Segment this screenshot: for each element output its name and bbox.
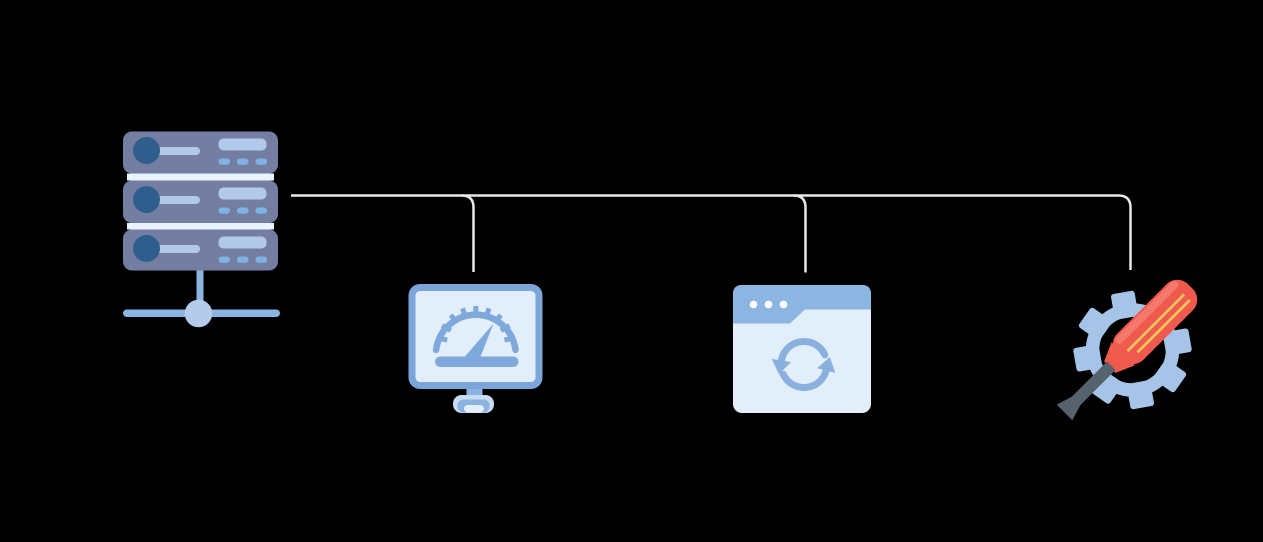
server-unit-knob	[133, 137, 160, 164]
server-unit-panel	[218, 138, 267, 151]
server-rack-icon	[123, 131, 280, 328]
gauge-needle	[461, 323, 494, 361]
server-network-stem	[196, 268, 204, 313]
sync-arrows-icon	[771, 338, 836, 391]
screwdriver-handle-stripe	[1136, 299, 1191, 354]
server-unit-panel	[218, 236, 267, 249]
server-unit-dash	[218, 256, 230, 263]
screwdriver-shaft	[1070, 361, 1116, 407]
sync-top-arc	[777, 338, 829, 364]
screwdriver-handle-highlight	[1115, 280, 1179, 344]
speedometer-gauge	[432, 306, 519, 367]
browser-header-dot	[749, 300, 758, 309]
screwdriver-tip	[1056, 395, 1082, 421]
browser-sync-icon	[733, 285, 871, 413]
server-unit-dash	[237, 256, 249, 263]
server-gap-strip	[127, 223, 274, 230]
server-gap-strip	[127, 173, 274, 181]
server-unit-dash	[218, 207, 230, 214]
server-unit	[123, 229, 278, 271]
gauge-ticks	[436, 306, 515, 343]
sync-arrowhead-left	[771, 358, 791, 375]
connector-branch-gauge	[461, 194, 475, 272]
server-network-node	[184, 299, 213, 328]
server-unit-dash	[255, 256, 267, 263]
screwdriver-handle-stripe	[1126, 293, 1186, 352]
monitor-stand-base-slot	[464, 405, 484, 413]
server-unit-dash	[237, 158, 249, 165]
connector-lines	[291, 194, 1132, 273]
server-unit-dash	[255, 207, 267, 214]
connector-main-line	[291, 194, 1132, 270]
server-unit-dash	[255, 158, 267, 165]
server-unit-knob	[133, 186, 160, 213]
screwdriver-handle-nose	[1104, 342, 1135, 373]
browser-header-dot	[764, 300, 773, 309]
server-unit	[123, 131, 278, 174]
sync-bottom-arc	[779, 367, 830, 391]
gear-screwdriver-icon	[1056, 279, 1198, 421]
server-unit-knob	[133, 235, 160, 262]
browser-header-dot	[779, 300, 788, 309]
server-unit	[123, 180, 278, 223]
gauge-baseline-bar	[435, 356, 519, 367]
gear-ring	[1085, 303, 1180, 397]
browser-header	[733, 285, 871, 324]
monitor-screen	[408, 284, 543, 389]
server-unit-panel	[218, 187, 267, 200]
server-unit-dash	[218, 158, 230, 165]
connector-branch-sync	[793, 194, 807, 273]
screwdriver-icon	[1056, 279, 1198, 421]
server-unit-dash	[237, 207, 249, 214]
sync-arrowhead-right	[817, 357, 836, 373]
monitor-gauge-icon	[408, 284, 543, 413]
